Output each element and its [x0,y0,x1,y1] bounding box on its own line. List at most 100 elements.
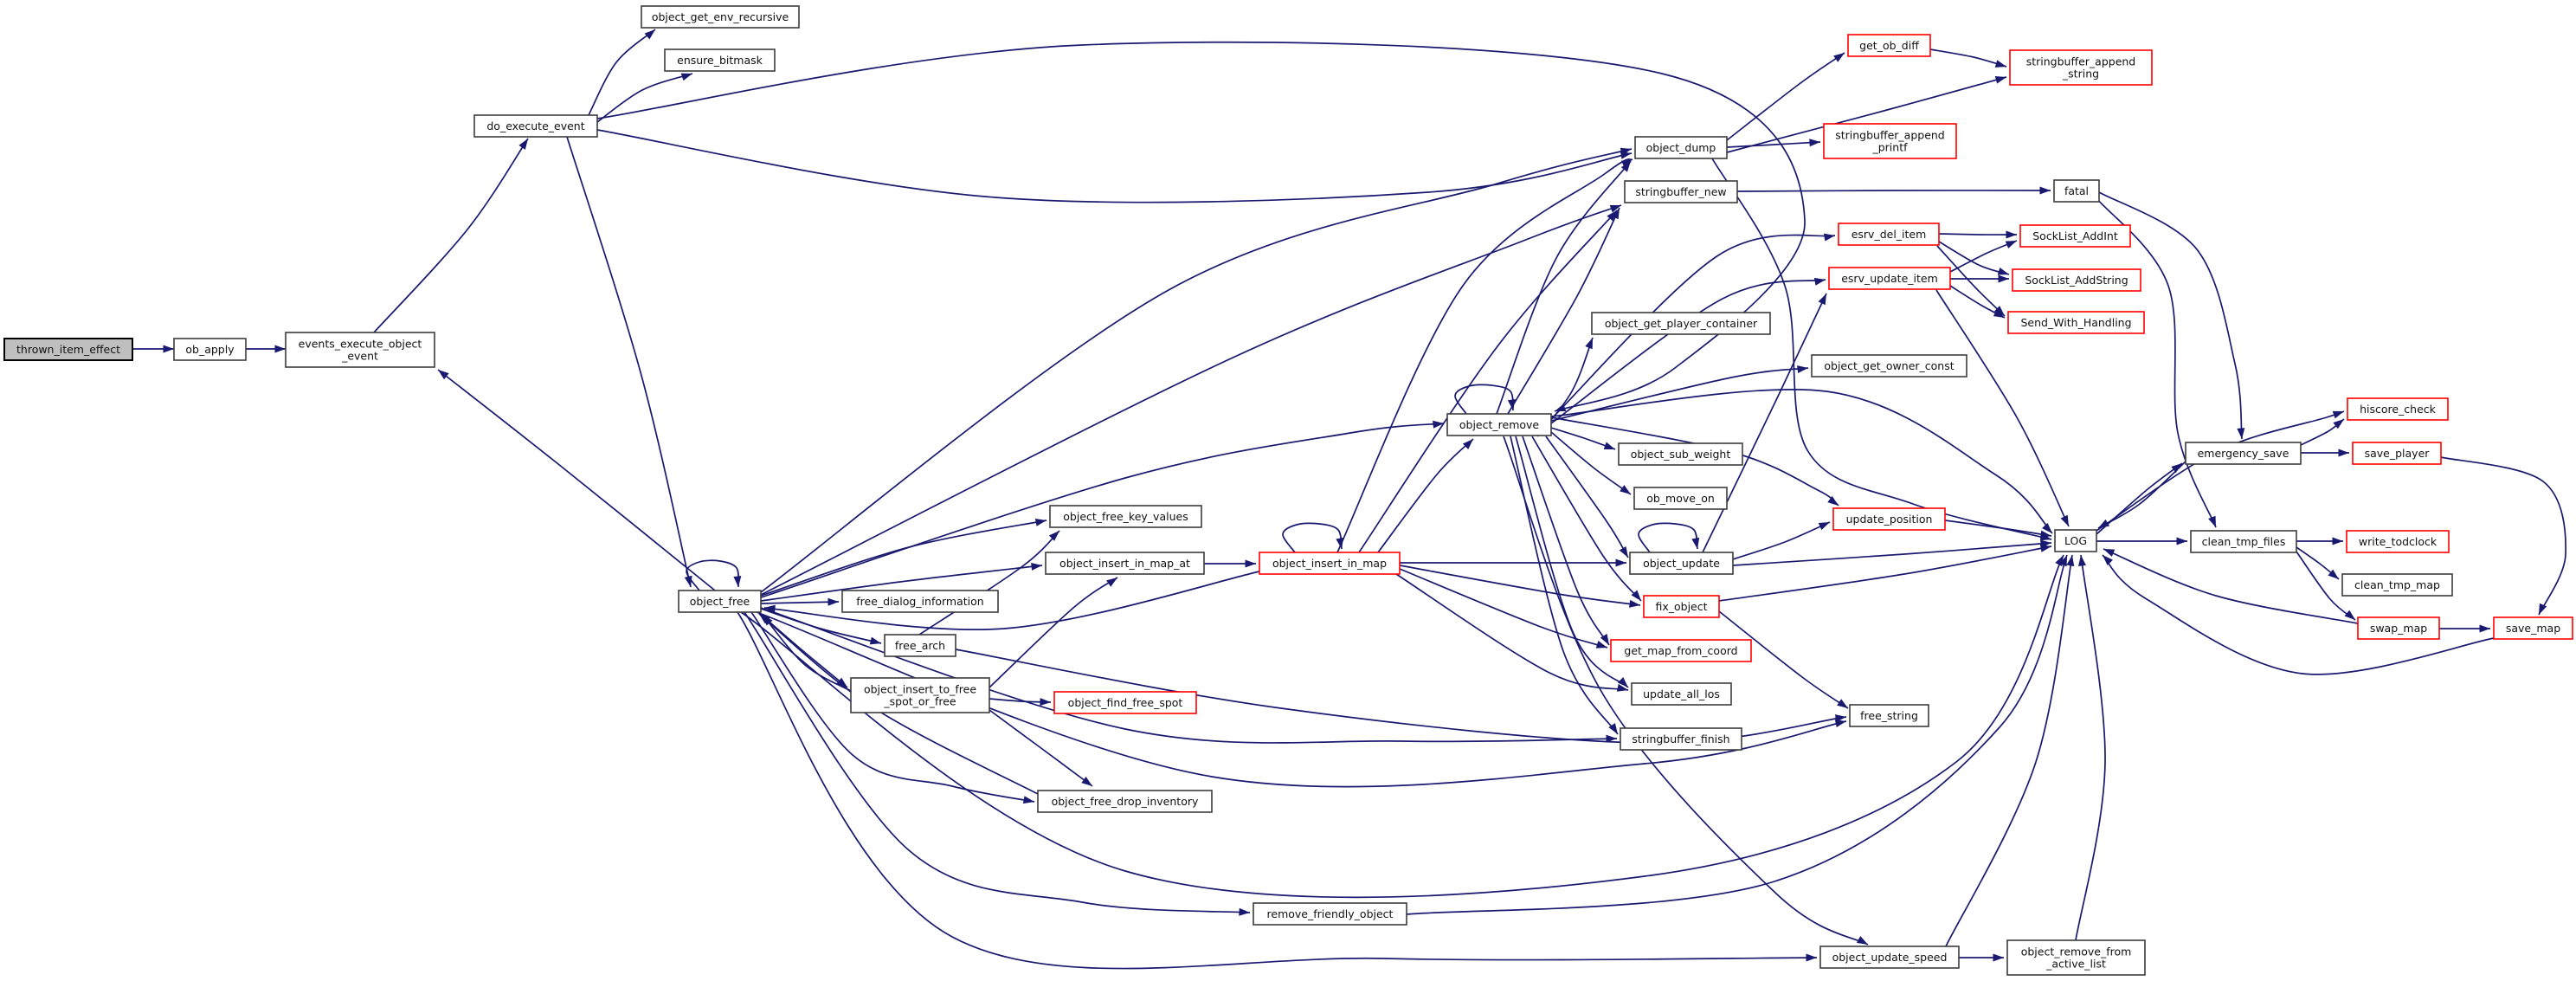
arrowhead-ob_apply-to-events [274,345,286,353]
node-sl_int[interactable]: SockList_AddInt [2019,224,2131,248]
node-free_arch-box [884,634,956,657]
arrowhead-obj_remove-to-upd_pos [1827,495,1839,506]
node-sb_printf-label-1: _printf [1871,141,1908,154]
node-find_spot[interactable]: object_find_free_spot [1053,691,1197,714]
node-swh[interactable]: Send_With_Handling [2007,311,2145,334]
node-spot_free[interactable]: object_insert_to_free_spot_or_free [850,677,990,713]
node-fatal[interactable]: fatal [2053,179,2100,203]
node-swh-box [2007,311,2145,334]
node-rm_friendly[interactable]: remove_friendly_object [1253,902,1407,926]
node-rm_active[interactable]: object_remove_from_active_list [2006,939,2146,976]
edge-obj_free-to-drop_inv [750,611,1035,803]
edge-do_exec-to-obj_remove [596,41,1806,412]
edge-fix_object-to-log [1718,545,2052,602]
node-sb_new-label-0: stringbuffer_new [1635,185,1726,198]
node-sl_str[interactable]: SockList_AddString [2012,268,2141,292]
node-todclock[interactable]: write_todclock [2346,530,2450,553]
node-map_at[interactable]: object_insert_in_map_at [1045,552,1205,575]
node-esrv_del[interactable]: esrv_del_item [1838,223,1940,246]
arrowhead-esrv_del-to-sl_int [2006,230,2017,239]
node-player_cont-label-0: object_get_player_container [1605,317,1758,330]
node-upd_los[interactable]: update_all_los [1631,682,1732,706]
node-sb_string[interactable]: stringbuffer_append_string [2009,49,2153,86]
arrowhead-obj_remove-to-esrv_upd [1813,277,1826,286]
arrowhead-emergency-to-save_player [2338,449,2349,457]
edge-obj_dump-to-log [1711,158,2052,540]
edge-obj_free-to-events [437,369,716,591]
node-todclock-box [2346,530,2450,553]
arrowhead-esrv_upd-to-sl_str [1998,274,2009,283]
arrowhead-obj_remove-to-obj_remove [1507,399,1516,410]
arrowhead-obj_remove-to-obj_update [1619,545,1628,558]
edge-do_exec-to-env_rec [588,29,656,116]
node-swap_map-box [2357,616,2440,640]
arrowhead-esrv_upd-to-swh [1993,309,2005,318]
node-do_exec[interactable]: do_execute_event [473,114,598,138]
node-obj_dump[interactable]: object_dump [1634,136,1728,159]
node-key_values[interactable]: object_free_key_values [1049,505,1202,528]
arrowhead-fix_object-to-log [2039,544,2051,552]
node-esrv_del-label-0: esrv_del_item [1852,228,1927,241]
node-owner_const-box [1811,354,1967,378]
node-get_ob_diff[interactable]: get_ob_diff [1847,34,1931,57]
edge-save_player-to-save_map [2440,456,2566,616]
node-fix_object[interactable]: fix_object [1643,595,1720,618]
edge-rm_friendly-to-log [1406,554,2068,915]
node-player_cont[interactable]: object_get_player_container [1591,312,1771,335]
node-env_rec[interactable]: object_get_env_recursive [641,5,800,29]
node-sb_printf[interactable]: stringbuffer_append_printf [1823,123,1957,159]
node-ctf-label-0: clean_tmp_files [2202,535,2286,548]
arrowhead-rm_active-to-log [2077,555,2086,566]
node-free_dialog[interactable]: free_dialog_information [841,590,999,613]
node-fix_object-box [1643,595,1720,618]
arrowhead-free_arch-to-free_string [1835,714,1846,723]
node-sub_weight-box [1618,442,1743,466]
node-obj_remove[interactable]: object_remove [1446,413,1552,436]
node-free_string[interactable]: free_string [1849,704,1929,727]
node-obj_free[interactable]: object_free [678,590,762,613]
node-events[interactable]: events_execute_object_event [285,332,435,368]
node-ou_speed[interactable]: object_update_speed [1819,946,1960,969]
node-move_on[interactable]: ob_move_on [1633,487,1728,510]
node-ob_apply[interactable]: ob_apply [173,338,247,361]
node-save_map[interactable]: save_map [2493,616,2573,640]
node-upd_los-label-0: update_all_los [1643,687,1720,700]
node-sb_new[interactable]: stringbuffer_new [1624,180,1738,203]
node-swap_map[interactable]: swap_map [2357,616,2440,640]
arrowhead-do_exec-to-ensure [680,73,692,81]
edge-obj_free-to-free_dialog [760,601,840,604]
node-hiscore[interactable]: hiscore_check [2347,397,2449,421]
node-ensure[interactable]: ensure_bitmask [664,48,776,72]
edge-spot_free-to-obj_free [762,614,852,692]
node-emergency[interactable]: emergency_save [2185,442,2302,465]
node-log[interactable]: LOG [2054,529,2097,552]
edge-do_exec-to-ensure [596,73,693,123]
node-ctf[interactable]: clean_tmp_files [2190,530,2297,553]
node-obj_dump-box [1634,136,1728,159]
edge-free_arch-to-free_string [955,649,1847,744]
node-insert_map[interactable]: object_insert_in_map [1259,552,1401,575]
node-upd_pos[interactable]: update_position [1832,507,1946,531]
edge-obj_remove-to-sb_finish [1510,436,1619,735]
node-drop_inv[interactable]: object_free_drop_inventory [1037,790,1213,813]
node-save_player[interactable]: save_player [2352,442,2442,465]
node-obj_update[interactable]: object_update [1629,552,1734,575]
arrowhead-obj_remove-to-sb_finish [1608,723,1618,734]
arrowhead-obj_free-to-obj_free [733,576,742,587]
node-owner_const[interactable]: object_get_owner_const [1811,354,1967,378]
node-free_arch[interactable]: free_arch [884,634,956,657]
edge-obj_update-to-obj_update [1638,522,1698,553]
node-ctm[interactable]: clean_tmp_map [2341,573,2453,597]
node-esrv_upd[interactable]: esrv_update_item [1828,267,1951,290]
node-gmfc-label-0: get_map_from_coord [1624,644,1737,657]
node-player_cont-box [1591,312,1771,335]
edge-fatal-to-emergency [2098,191,2243,440]
node-ob_apply-label-0: ob_apply [185,343,235,356]
edge-obj_free-to-log [740,554,2064,899]
node-obj_free-label-0: object_free [690,595,750,608]
node-gmfc[interactable]: get_map_from_coord [1610,639,1752,662]
node-sb_finish[interactable]: stringbuffer_finish [1620,727,1742,751]
edge-obj_free-to-obj_free [686,559,740,591]
node-sub_weight[interactable]: object_sub_weight [1618,442,1743,466]
node-thrown[interactable]: thrown_item_effect [3,338,133,361]
